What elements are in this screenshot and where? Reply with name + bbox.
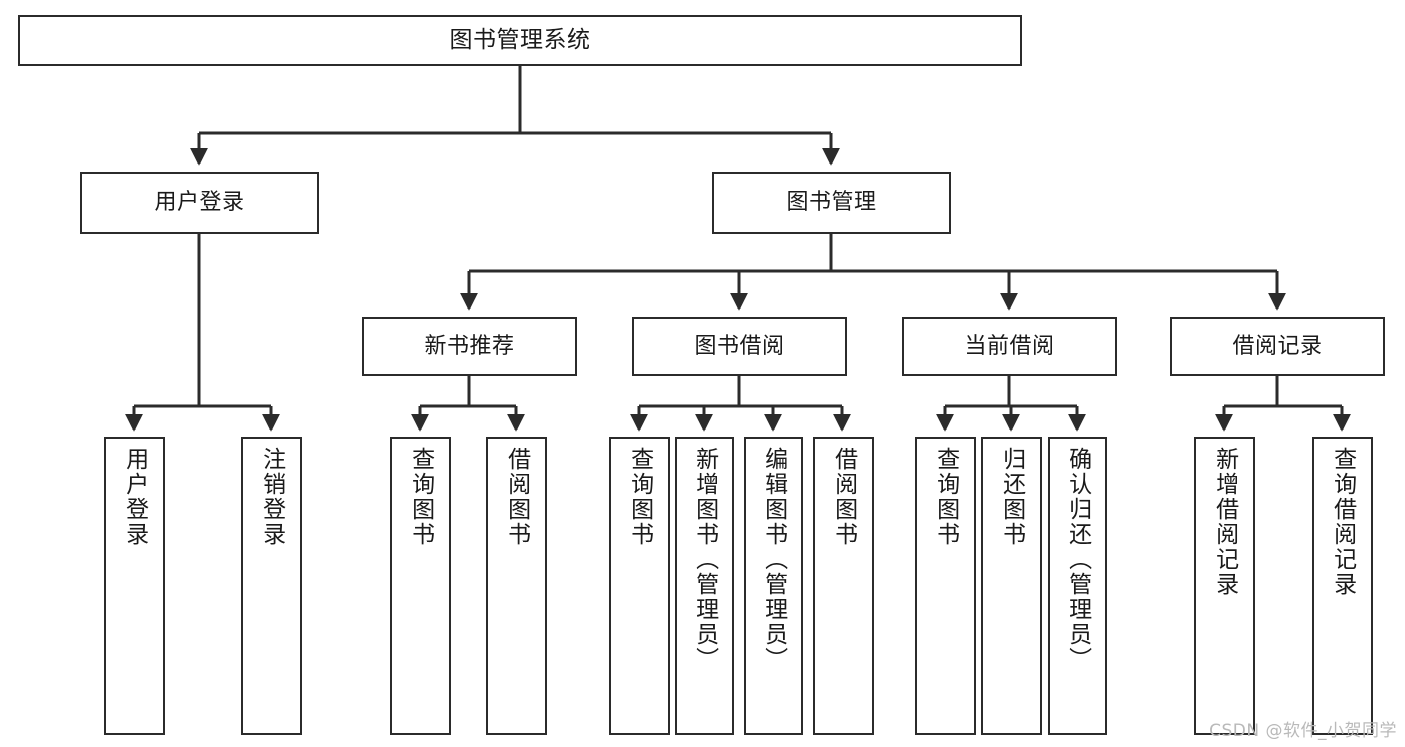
watermark-text: CSDN @软件_小贺同学 xyxy=(1209,721,1397,741)
leaf-confirm-return[interactable]: 确认归还（管理员） xyxy=(1048,437,1107,735)
node-new-book-recommend[interactable]: 新书推荐 xyxy=(362,317,577,376)
leaf-return-book[interactable]: 归还图书 xyxy=(981,437,1042,735)
node-borrow-record[interactable]: 借阅记录 xyxy=(1170,317,1385,376)
leaf-query-record[interactable]: 查询借阅记录 xyxy=(1312,437,1373,735)
node-label: 新书推荐 xyxy=(424,333,515,359)
node-label: 用户登录 xyxy=(121,447,148,547)
leaf-add-record[interactable]: 新增借阅记录 xyxy=(1194,437,1255,735)
leaf-user-login[interactable]: 用户登录 xyxy=(104,437,165,735)
node-label: 编辑图书（管理员） xyxy=(760,447,787,672)
node-label: 注销登录 xyxy=(258,447,285,547)
leaf-borrow-book-1[interactable]: 借阅图书 xyxy=(486,437,547,735)
node-label: 借阅图书 xyxy=(503,447,530,547)
node-label: 借阅图书 xyxy=(830,447,857,547)
node-current-borrow[interactable]: 当前借阅 xyxy=(902,317,1117,376)
node-label: 借阅记录 xyxy=(1232,333,1323,359)
node-root-system[interactable]: 图书管理系统 xyxy=(18,15,1022,66)
node-user-login[interactable]: 用户登录 xyxy=(80,172,319,234)
node-label: 图书借阅 xyxy=(694,333,785,359)
node-label: 新增图书（管理员） xyxy=(691,447,718,672)
node-label: 图书管理系统 xyxy=(449,27,591,54)
node-book-management[interactable]: 图书管理 xyxy=(712,172,951,234)
node-label: 查询图书 xyxy=(932,447,959,547)
leaf-query-book-3[interactable]: 查询图书 xyxy=(915,437,976,735)
node-label: 查询图书 xyxy=(626,447,653,547)
node-label: 图书管理 xyxy=(786,190,877,216)
node-label: 用户登录 xyxy=(154,190,245,216)
leaf-add-book[interactable]: 新增图书（管理员） xyxy=(675,437,734,735)
leaf-query-book-2[interactable]: 查询图书 xyxy=(609,437,670,735)
node-label: 确认归还（管理员） xyxy=(1064,447,1091,672)
node-label: 查询图书 xyxy=(407,447,434,547)
leaf-query-book-1[interactable]: 查询图书 xyxy=(390,437,451,735)
leaf-borrow-book-2[interactable]: 借阅图书 xyxy=(813,437,874,735)
leaf-user-logout[interactable]: 注销登录 xyxy=(241,437,302,735)
node-label: 查询借阅记录 xyxy=(1329,447,1356,597)
leaf-edit-book[interactable]: 编辑图书（管理员） xyxy=(744,437,803,735)
node-label: 归还图书 xyxy=(998,447,1025,547)
node-label: 当前借阅 xyxy=(964,333,1055,359)
node-label: 新增借阅记录 xyxy=(1211,447,1238,597)
node-book-borrow[interactable]: 图书借阅 xyxy=(632,317,847,376)
